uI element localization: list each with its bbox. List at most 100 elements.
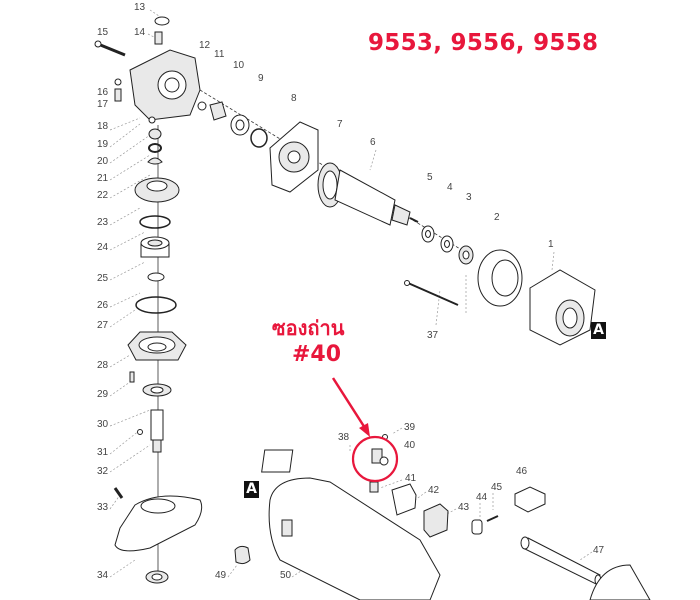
part-label-38: 38 bbox=[338, 432, 350, 443]
part-reference-label: #40 bbox=[292, 342, 342, 367]
part-13-cap bbox=[154, 16, 170, 26]
model-numbers-title: 9553, 9556, 9558 bbox=[368, 30, 599, 56]
part-33-screw bbox=[113, 487, 124, 499]
part-6-armature bbox=[334, 169, 419, 226]
brush-holder-thai-label: ซองถ่าน bbox=[272, 316, 345, 340]
part-41-carbon-brush bbox=[369, 481, 379, 493]
part-label-20: 20 bbox=[97, 156, 109, 167]
part-label-46: 46 bbox=[516, 466, 528, 477]
part-label-12: 12 bbox=[199, 40, 211, 51]
part-38-label bbox=[261, 449, 294, 473]
part-1-field bbox=[529, 269, 596, 346]
part-label-1: 1 bbox=[548, 239, 554, 250]
part-5-bearing bbox=[421, 225, 435, 243]
part-21-lock bbox=[147, 157, 163, 165]
part-37-long-screw bbox=[404, 280, 459, 306]
part-35-inner-flange bbox=[145, 570, 169, 584]
part-14-spring bbox=[154, 31, 163, 45]
part-label-2: 2 bbox=[494, 212, 500, 223]
part-47-cord-guard bbox=[520, 536, 602, 586]
part-label-4: 4 bbox=[447, 182, 453, 193]
part-label-44: 44 bbox=[476, 492, 488, 503]
part-23-retaining-ring bbox=[139, 215, 171, 229]
part-gear-housing bbox=[129, 49, 201, 121]
part-label-33: 33 bbox=[97, 502, 109, 513]
part-label-47: 47 bbox=[593, 545, 605, 556]
part-label-19: 19 bbox=[97, 139, 109, 150]
part-28-bearing-box bbox=[127, 331, 187, 361]
part-20-spring bbox=[148, 143, 162, 153]
part-17-pin bbox=[114, 88, 122, 102]
part-29-screw bbox=[129, 371, 135, 383]
section-marker-a-right: A bbox=[591, 322, 606, 339]
part-label-15: 15 bbox=[97, 27, 109, 38]
part-label-24: 24 bbox=[97, 242, 109, 253]
part-label-3: 3 bbox=[466, 192, 472, 203]
part-8-bearing-box bbox=[269, 121, 319, 193]
part-label-16: 16 bbox=[97, 87, 109, 98]
part-label-30: 30 bbox=[97, 419, 109, 430]
part-43-switch bbox=[423, 503, 449, 538]
part-9-o-ring bbox=[250, 128, 268, 148]
part-label-40: 40 bbox=[404, 440, 416, 451]
part-label-5: 5 bbox=[427, 172, 433, 183]
part-label-37: 37 bbox=[427, 330, 439, 341]
part-18-ball bbox=[148, 116, 156, 124]
part-30-labyrinth-ring bbox=[142, 383, 172, 397]
part-31-key bbox=[137, 429, 143, 435]
part-label-23: 23 bbox=[97, 217, 109, 228]
part-11-sleeve bbox=[197, 101, 207, 111]
highlight-arrow bbox=[331, 377, 370, 437]
part-label-43: 43 bbox=[458, 502, 470, 513]
part-label-27: 27 bbox=[97, 320, 109, 331]
part-42-switch-cover bbox=[391, 483, 417, 516]
leader-lines bbox=[109, 9, 593, 578]
part-label-34: 34 bbox=[97, 570, 109, 581]
part-24-bearing bbox=[140, 236, 170, 258]
part-label-25: 25 bbox=[97, 273, 109, 284]
part-50-motor-housing bbox=[268, 477, 441, 600]
part-label-29: 29 bbox=[97, 389, 109, 400]
part-3-bearing bbox=[458, 245, 474, 265]
part-label-50: 50 bbox=[280, 570, 292, 581]
part-16-washer bbox=[114, 78, 122, 86]
part-10-bearing bbox=[230, 114, 250, 136]
part-small-pinion bbox=[209, 101, 227, 121]
part-2-baffle-plate bbox=[477, 249, 523, 307]
part-25-washer bbox=[147, 272, 165, 282]
part-label-13: 13 bbox=[134, 2, 146, 13]
part-label-18: 18 bbox=[97, 121, 109, 132]
part-26-o-ring bbox=[135, 296, 177, 314]
part-label-45: 45 bbox=[491, 482, 503, 493]
part-45-screw bbox=[486, 515, 499, 522]
part-label-9: 9 bbox=[258, 73, 264, 84]
part-label-26: 26 bbox=[97, 300, 109, 311]
section-marker-a-left: A bbox=[244, 481, 259, 498]
part-label-14: 14 bbox=[134, 27, 146, 38]
part-label-41: 41 bbox=[405, 473, 417, 484]
part-22-spiral-bevel-gear bbox=[134, 177, 180, 203]
part-label-28: 28 bbox=[97, 360, 109, 371]
part-4-bearing bbox=[440, 235, 454, 253]
part-40-brush-holder bbox=[371, 448, 389, 466]
part-label-21: 21 bbox=[97, 173, 109, 184]
part-44-strain-relief bbox=[471, 519, 483, 535]
part-label-39: 39 bbox=[404, 422, 416, 433]
part-48-rear-cover bbox=[589, 564, 651, 600]
part-label-49: 49 bbox=[215, 570, 227, 581]
part-label-10: 10 bbox=[233, 60, 245, 71]
part-label-6: 6 bbox=[370, 137, 376, 148]
part-label-32: 32 bbox=[97, 466, 109, 477]
part-32-spindle bbox=[150, 409, 164, 453]
part-label-7: 7 bbox=[337, 119, 343, 130]
part-label-42: 42 bbox=[428, 485, 440, 496]
part-46-noise-suppressor bbox=[514, 486, 546, 513]
highlight-circle bbox=[351, 435, 399, 483]
part-label-8: 8 bbox=[291, 93, 297, 104]
part-19-sleeve bbox=[148, 128, 162, 140]
part-label-11: 11 bbox=[214, 49, 225, 60]
part-label-31: 31 bbox=[97, 447, 109, 458]
part-label-17: 17 bbox=[97, 99, 109, 110]
